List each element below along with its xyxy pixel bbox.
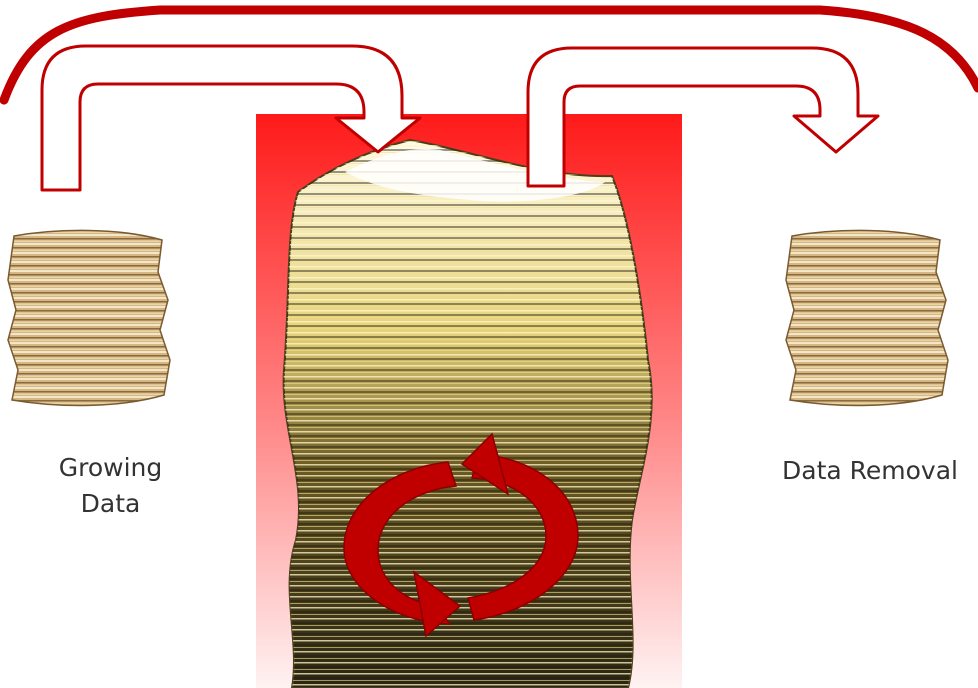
- large-paper-stack-image: [284, 140, 652, 688]
- growing-data-label: Growing Data: [18, 450, 203, 522]
- paper-stack-icon-right: [786, 230, 948, 405]
- data-removal-label: Data Removal: [755, 453, 978, 489]
- growing-data-label-line2: Data: [18, 486, 203, 522]
- paper-stack-icon-left: [8, 230, 170, 405]
- growing-data-label-line1: Growing: [18, 450, 203, 486]
